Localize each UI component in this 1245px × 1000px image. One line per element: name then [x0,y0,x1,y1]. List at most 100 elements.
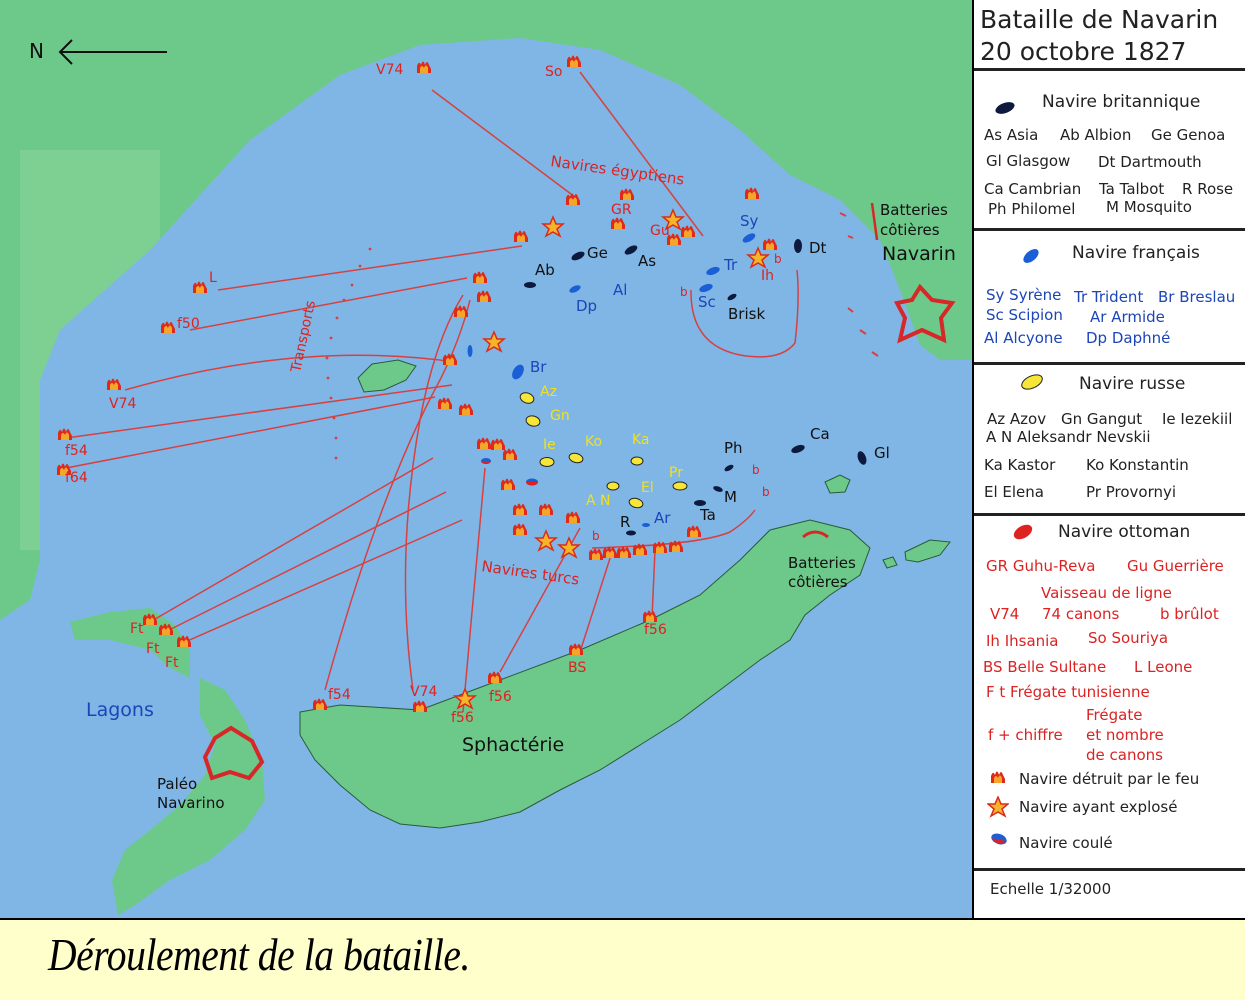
svg-text:Az: Az [540,384,557,400]
paleo-navarino-land [112,678,265,915]
islet-center [357,359,417,393]
svg-text:Dt: Dt [809,239,827,257]
svg-text:Brisk: Brisk [728,305,765,323]
legend-ottoman-item: b brûlot [1160,605,1219,623]
svg-text:f56: f56 [489,689,512,705]
svg-text:R: R [620,513,630,531]
legend-panel: Bataille de Navarin 20 octobre 1827 Navi… [974,0,1245,918]
svg-text:So: So [545,64,562,80]
legend-russian-item: Az Azov [987,410,1047,428]
legend-divider [974,228,1245,231]
svg-text:f54: f54 [328,687,351,703]
svg-text:Gu: Gu [650,223,670,239]
fire-icon [991,771,1005,783]
svg-text:Ih: Ih [761,268,774,284]
svg-text:b: b [774,252,782,266]
russian-ship-icon [1021,374,1043,390]
svg-text:b: b [752,463,760,477]
french-ship-icon [1023,249,1039,263]
british-ship-labels: Ab Ge As Dt Brisk Ph M Ca Gl Ta R [535,239,890,531]
legend-french-item: Sc Scipion [986,306,1063,324]
map-title-line2: 20 octobre 1827 [980,37,1187,66]
legend-french-item: Al Alcyone [984,329,1063,347]
svg-text:Gn: Gn [550,408,570,424]
svg-text:As: As [638,252,656,270]
svg-text:L: L [209,270,217,286]
sphacterie-label: Sphactérie [462,734,564,756]
map-title-line1: Bataille de Navarin [980,5,1219,34]
paleo-navarino-fortress [202,725,265,781]
legend-ottoman-item: 74 canons [1042,605,1120,623]
legend-ottoman-item: GR Guhu-Reva [986,557,1096,575]
svg-text:Ft: Ft [146,641,160,657]
ottoman-ship-labels: V74 So GR Gu Ih b b b b b L f50 V74 f54 … [65,62,782,726]
legend-french-item: Tr Trident [1074,288,1144,306]
sandbar-land [70,608,190,678]
ottoman-ship-icon [1013,524,1033,540]
north-label: N [29,39,44,63]
legend-french-item: Sy Syrène [986,286,1062,304]
british-legend-header: Navire britannique [1042,92,1201,112]
russian-ships [519,392,688,509]
explosion-icon [987,796,1009,818]
lagoon-water [0,615,210,918]
svg-text:A N: A N [586,493,611,509]
russian-legend-header: Navire russe [1079,374,1186,394]
north-batteries-label-2: côtières [880,221,940,239]
legend-british-item: Ab Albion [1060,126,1132,144]
svg-text:V74: V74 [109,396,136,412]
islet-east [824,474,851,494]
svg-text:Ft: Ft [165,655,179,671]
small-red-marks [839,212,879,357]
svg-text:Ca: Ca [810,425,830,443]
svg-text:Ka: Ka [632,432,650,448]
legend-british-item: Ta Talbot [1099,180,1165,198]
legend-british-item: Gl Glasgow [986,152,1071,170]
north-batteries-label-1: Batteries [880,201,948,219]
legend-british-item: Ge Genoa [1151,126,1226,144]
south-batteries-label-1: Batteries [788,554,856,572]
legend-ottoman-item: Ih Ihsania [986,632,1059,650]
svg-text:Ar: Ar [654,509,671,527]
svg-text:b: b [592,529,600,543]
svg-text:Ta: Ta [699,506,716,524]
legend-symbol-explosion: Navire ayant explosé [1019,798,1178,816]
svg-text:Gl: Gl [874,444,890,462]
legend-russian-item: El Elena [984,483,1044,501]
paleo-label-2: Navarino [157,794,225,812]
lagons-label: Lagons [86,699,154,721]
russian-ship-labels: Az Gn Ie Ko Ka Pr El A N [540,384,683,509]
french-ships [467,233,756,527]
legend-divider [974,868,1245,871]
legend-divider [974,362,1245,365]
legend-symbol-fire: Navire détruit par le feu [1019,770,1200,788]
legend-ottoman-item: So Souriya [1088,629,1169,647]
svg-text:BS: BS [568,660,586,676]
svg-text:Sy: Sy [740,212,759,230]
legend-british-item: R Rose [1182,180,1234,198]
ottoman-legend-header: Navire ottoman [1058,522,1191,542]
svg-text:Al: Al [613,281,627,299]
north-batteries-mark [870,202,879,241]
legend-russian-item: Ie Iezekiil [1162,410,1233,428]
legend-symbol-sunk: Navire coulé [1019,834,1113,852]
legend-ottoman-item: et nombre [1086,726,1164,744]
legend-british-item: As Asia [984,126,1039,144]
svg-text:Ie: Ie [543,437,556,453]
legend-russian-item: Ko Konstantin [1086,456,1189,474]
islet-se-small [882,556,898,569]
svg-text:Br: Br [530,358,547,376]
legend-ottoman-item: de canons [1086,746,1163,764]
legend-ottoman-item: Vaisseau de ligne [1041,584,1172,602]
svg-text:Pr: Pr [669,465,683,481]
french-ship-labels: Sy Tr Sc Dp Al Br Ar [530,212,759,527]
svg-text:f56: f56 [451,710,474,726]
south-batteries-label-2: côtières [788,573,848,591]
svg-text:V74: V74 [410,684,437,700]
legend-british-item: Ph Philomel [988,200,1076,218]
south-batteries-mark [802,530,829,539]
bay-water [0,38,972,918]
legend-ottoman-item: Frégate [1086,706,1143,724]
legend-ottoman-item: L Leone [1134,658,1193,676]
legend-british-item: Dt Dartmouth [1098,153,1202,171]
